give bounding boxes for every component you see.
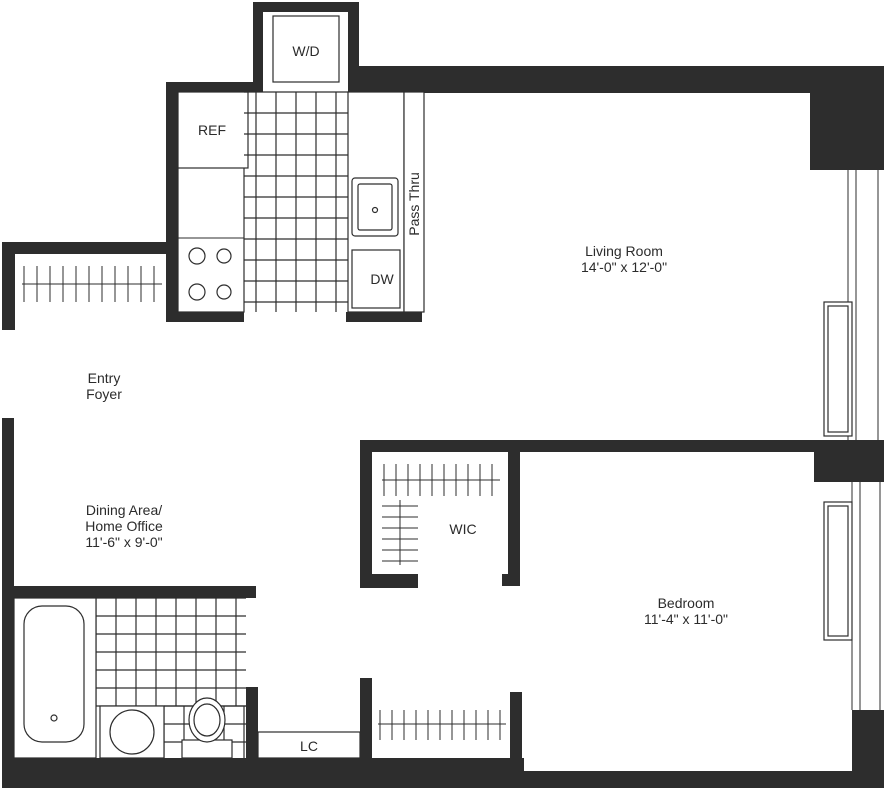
wall — [2, 418, 14, 788]
wall — [510, 692, 522, 786]
bathtub — [23, 605, 85, 743]
wall — [258, 758, 524, 788]
dishwasher — [351, 249, 401, 309]
dishwasher-label: DW — [370, 271, 394, 287]
wall — [360, 678, 372, 786]
burner — [216, 284, 232, 300]
washer-dryer: W/D — [272, 15, 340, 83]
entry-closet — [22, 266, 162, 302]
wall — [516, 771, 884, 788]
wic-label: WIC — [449, 521, 476, 537]
dining-label-1: Dining Area/ — [86, 502, 162, 518]
radiator-inner — [827, 305, 849, 433]
wall — [166, 82, 178, 322]
wall — [166, 312, 244, 322]
wall — [2, 758, 258, 788]
pass-thru-counter — [403, 91, 425, 313]
wall — [346, 312, 422, 322]
toilet-tank — [181, 739, 233, 759]
linen-closet: LC — [257, 731, 361, 759]
wall — [2, 586, 256, 598]
radiator-inner — [827, 505, 849, 637]
wall — [360, 440, 884, 452]
refrigerator-label: REF — [198, 122, 226, 138]
washer-dryer-box — [272, 15, 340, 83]
kitchen-tile-floor — [244, 91, 348, 312]
bathroom-sink — [109, 709, 155, 755]
walk-in-closet: WIC — [382, 464, 500, 565]
wall — [2, 242, 15, 330]
linen-closet-box — [257, 731, 361, 759]
tub-drain — [50, 714, 58, 722]
closet-hangers — [379, 710, 501, 740]
burner — [188, 247, 206, 265]
wall — [348, 2, 359, 92]
living-room: Living Room 14'-0" x 12'-0" — [581, 243, 853, 437]
living-room-size: 14'-0" x 12'-0" — [581, 259, 667, 275]
wall — [2, 242, 176, 254]
wall — [814, 440, 884, 482]
foyer-label: Foyer — [86, 386, 122, 402]
dining-size: 11'-6" x 9'-0" — [85, 534, 162, 550]
entry-foyer: Entry Foyer — [86, 370, 122, 402]
bathroom — [13, 597, 246, 759]
burner — [216, 248, 232, 264]
bedroom-size: 11'-4" x 11'-0" — [644, 611, 728, 627]
wall — [253, 2, 359, 12]
sink — [351, 177, 399, 237]
bedroom: Bedroom 11'-4" x 11'-0" — [644, 501, 853, 641]
wall — [360, 574, 418, 588]
bedroom-closet — [378, 710, 506, 740]
kitchen: REF DW Pass Thru — [177, 91, 425, 313]
bedroom-name: Bedroom — [658, 595, 715, 611]
closet-hangers — [23, 266, 155, 302]
wic-hangers — [383, 464, 493, 496]
pass-thru-label: Pass Thru — [406, 172, 422, 236]
washer-dryer-label: W/D — [292, 43, 319, 59]
living-room-name: Living Room — [585, 243, 663, 259]
sink-drain — [371, 206, 379, 214]
toilet-seat — [193, 703, 221, 737]
wic-hangers — [382, 505, 418, 562]
refrigerator — [177, 91, 249, 169]
wall — [166, 82, 263, 92]
wall — [348, 66, 826, 93]
wall — [502, 574, 520, 586]
dining-label-2: Home Office — [85, 518, 163, 534]
dining-area: Dining Area/ Home Office 11'-6" x 9'-0" — [85, 502, 163, 550]
wall — [360, 440, 372, 588]
wall — [852, 710, 884, 788]
stove — [188, 247, 232, 301]
wall — [810, 66, 884, 170]
wall — [253, 2, 263, 92]
entry-label: Entry — [88, 370, 121, 386]
wall — [508, 452, 520, 586]
linen-closet-label: LC — [300, 738, 318, 754]
burner — [188, 283, 206, 301]
